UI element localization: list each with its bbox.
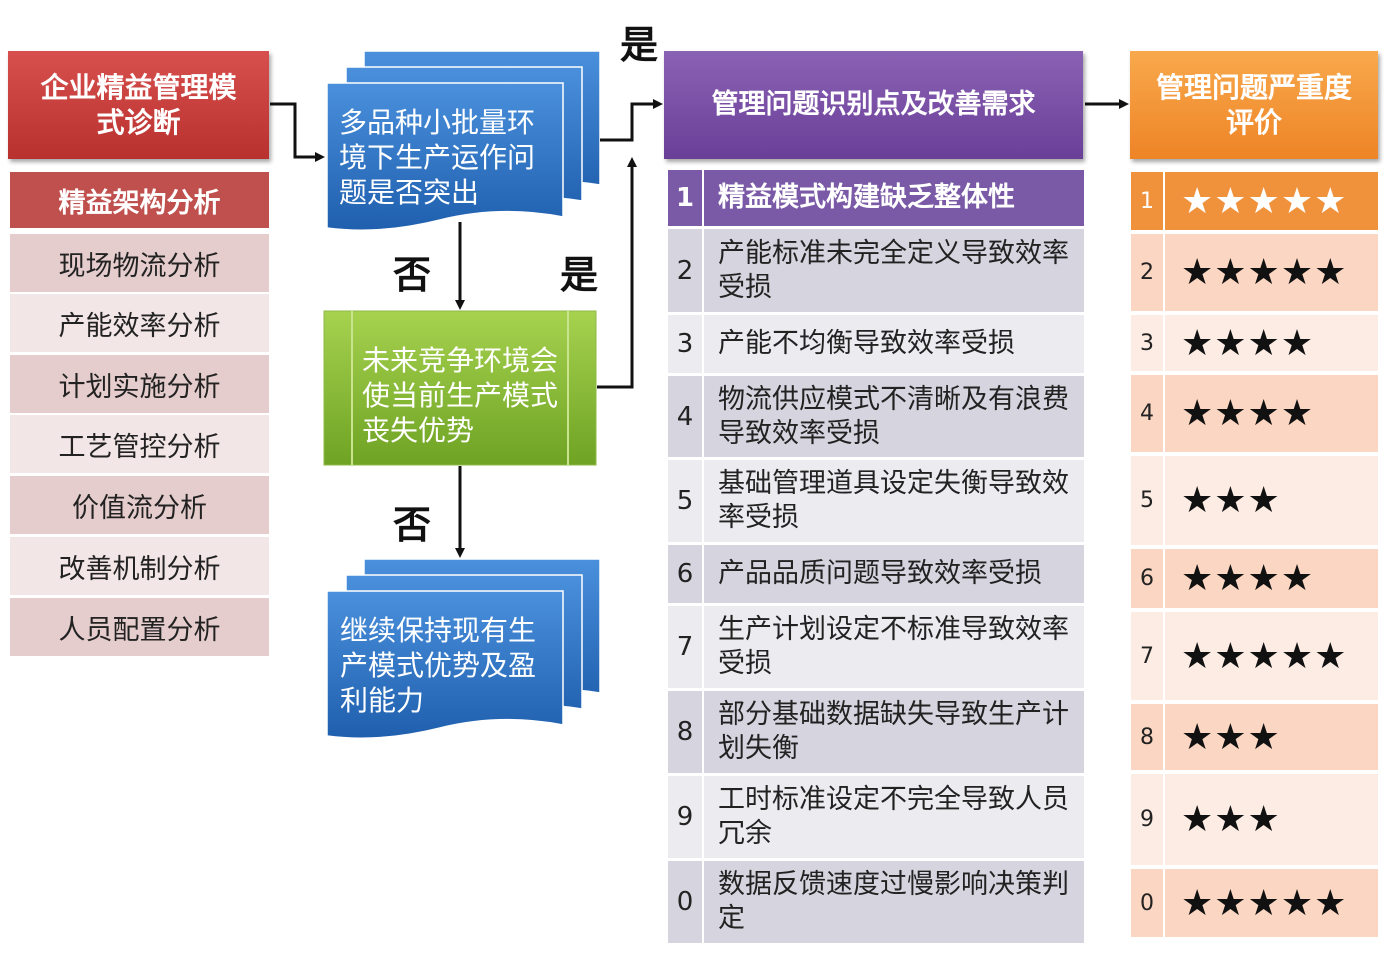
issue-number: 4 bbox=[676, 401, 694, 432]
arrow-box1-to-issues bbox=[600, 99, 663, 142]
box3-text: 继续保持现有生产模式优势及盈利能力 bbox=[340, 614, 537, 717]
star-rating: ★★★★★ bbox=[1163, 869, 1378, 937]
issue-number: 8 bbox=[676, 717, 694, 747]
arrow-diagnosis-to-box1 bbox=[270, 102, 325, 162]
severity-number: 7 bbox=[1140, 643, 1154, 669]
lean-structure-title: 精益架构分析 bbox=[10, 172, 269, 228]
severity-number: 5 bbox=[1140, 488, 1154, 513]
issue-text: 基础管理道具设定失衡导致效率受损 bbox=[702, 460, 1084, 542]
severity-row: 5 ★★★ bbox=[1131, 456, 1378, 545]
lean-item: 现场物流分析 bbox=[10, 234, 269, 292]
issue-text: 精益模式构建缺乏整体性 bbox=[702, 170, 1084, 226]
issue-row: 1 精益模式构建缺乏整体性 bbox=[668, 170, 1084, 226]
severity-number: 0 bbox=[1140, 890, 1154, 916]
issue-row: 4 物流供应模式不清晰及有浪费导致效率受损 bbox=[668, 376, 1084, 457]
star-rating: ★★★★★ bbox=[1163, 612, 1378, 700]
severity-number: 3 bbox=[1140, 330, 1154, 356]
issue-text: 产能不均衡导致效率受损 bbox=[702, 315, 1084, 373]
severity-row: 3 ★★★★ bbox=[1131, 315, 1378, 371]
arrow-box2-to-issues bbox=[597, 157, 637, 389]
lean-item: 人员配置分析 bbox=[10, 598, 269, 656]
severity-row: 9 ★★★ bbox=[1131, 774, 1378, 865]
issue-row: 9 工时标准设定不完全导致人员冗余 bbox=[668, 776, 1084, 858]
issue-number: 6 bbox=[676, 559, 694, 589]
issue-number: 3 bbox=[676, 329, 694, 359]
diagnosis-header: 企业精益管理模式诊断 bbox=[8, 51, 269, 159]
issue-text: 数据反馈速度过慢影响决策判定 bbox=[702, 861, 1084, 943]
issue-text: 产能标准未完全定义导致效率受损 bbox=[702, 229, 1084, 312]
issue-number: 2 bbox=[676, 255, 694, 286]
issue-text: 生产计划设定不标准导致效率受损 bbox=[702, 606, 1084, 688]
star-rating: ★★★★ bbox=[1163, 375, 1378, 452]
lean-item: 价值流分析 bbox=[10, 476, 269, 534]
lean-item: 改善机制分析 bbox=[10, 537, 269, 595]
issue-text: 工时标准设定不完全导致人员冗余 bbox=[702, 776, 1084, 858]
severity-row: 7 ★★★★★ bbox=[1131, 612, 1378, 700]
star-rating: ★★★★ bbox=[1163, 549, 1378, 608]
multi-document-shape-1 bbox=[326, 50, 601, 231]
severity-number: 2 bbox=[1140, 260, 1154, 285]
issue-row: 0 数据反馈速度过慢影响决策判定 bbox=[668, 861, 1084, 943]
issue-row: 7 生产计划设定不标准导致效率受损 bbox=[668, 606, 1084, 688]
issue-number: 5 bbox=[676, 486, 694, 516]
issue-text: 物流供应模式不清晰及有浪费导致效率受损 bbox=[702, 376, 1084, 457]
multi-document-shape-3 bbox=[326, 558, 601, 739]
severity-row: 8 ★★★ bbox=[1131, 704, 1378, 770]
issue-number: 7 bbox=[676, 632, 694, 662]
severity-row: 4 ★★★★ bbox=[1131, 375, 1378, 452]
lean-item: 工艺管控分析 bbox=[10, 415, 269, 473]
no-label-1: 否 bbox=[393, 253, 432, 297]
lean-item: 计划实施分析 bbox=[10, 355, 269, 413]
issue-number: 9 bbox=[676, 802, 694, 832]
issue-row: 8 部分基础数据缺失导致生产计划失衡 bbox=[668, 691, 1084, 773]
issues-header: 管理问题识别点及改善需求 bbox=[664, 51, 1083, 159]
severity-number: 4 bbox=[1140, 401, 1154, 426]
no-label-2: 否 bbox=[393, 503, 432, 547]
severity-row: 2 ★★★★★ bbox=[1131, 234, 1378, 311]
issue-number: 0 bbox=[676, 887, 694, 917]
star-rating: ★★★ bbox=[1163, 456, 1378, 545]
star-rating: ★★★★ bbox=[1163, 315, 1378, 371]
box1-text: 多品种小批量环境下生产运作问题是否突出 bbox=[339, 106, 536, 209]
star-rating: ★★★★★ bbox=[1163, 234, 1378, 311]
issue-text: 部分基础数据缺失导致生产计划失衡 bbox=[702, 691, 1084, 773]
severity-number: 9 bbox=[1140, 807, 1154, 832]
yes-label-mid: 是 bbox=[560, 253, 599, 297]
star-rating: ★★★★★ bbox=[1163, 172, 1378, 230]
star-rating: ★★★ bbox=[1163, 774, 1378, 865]
issue-row: 3 产能不均衡导致效率受损 bbox=[668, 315, 1084, 373]
issue-number: 1 bbox=[675, 183, 695, 213]
issue-row: 2 产能标准未完全定义导致效率受损 bbox=[668, 229, 1084, 312]
severity-number: 1 bbox=[1140, 188, 1154, 214]
severity-number: 6 bbox=[1140, 566, 1154, 591]
severity-number: 8 bbox=[1140, 724, 1154, 750]
issue-row: 6 产品品质问题导致效率受损 bbox=[668, 545, 1084, 603]
severity-row: 0 ★★★★★ bbox=[1131, 869, 1378, 937]
star-rating: ★★★ bbox=[1163, 704, 1378, 770]
box2-text: 未来竞争环境会使当前生产模式丧失优势 bbox=[362, 344, 559, 447]
yes-label-top: 是 bbox=[620, 23, 659, 67]
process-shape bbox=[323, 310, 597, 466]
issue-text: 产品品质问题导致效率受损 bbox=[702, 545, 1084, 603]
lean-item: 产能效率分析 bbox=[10, 294, 269, 352]
severity-header: 管理问题严重度评价 bbox=[1130, 51, 1378, 159]
severity-row: 1 ★★★★★ bbox=[1131, 172, 1378, 230]
severity-row: 6 ★★★★ bbox=[1131, 549, 1378, 608]
issue-row: 5 基础管理道具设定失衡导致效率受损 bbox=[668, 460, 1084, 542]
